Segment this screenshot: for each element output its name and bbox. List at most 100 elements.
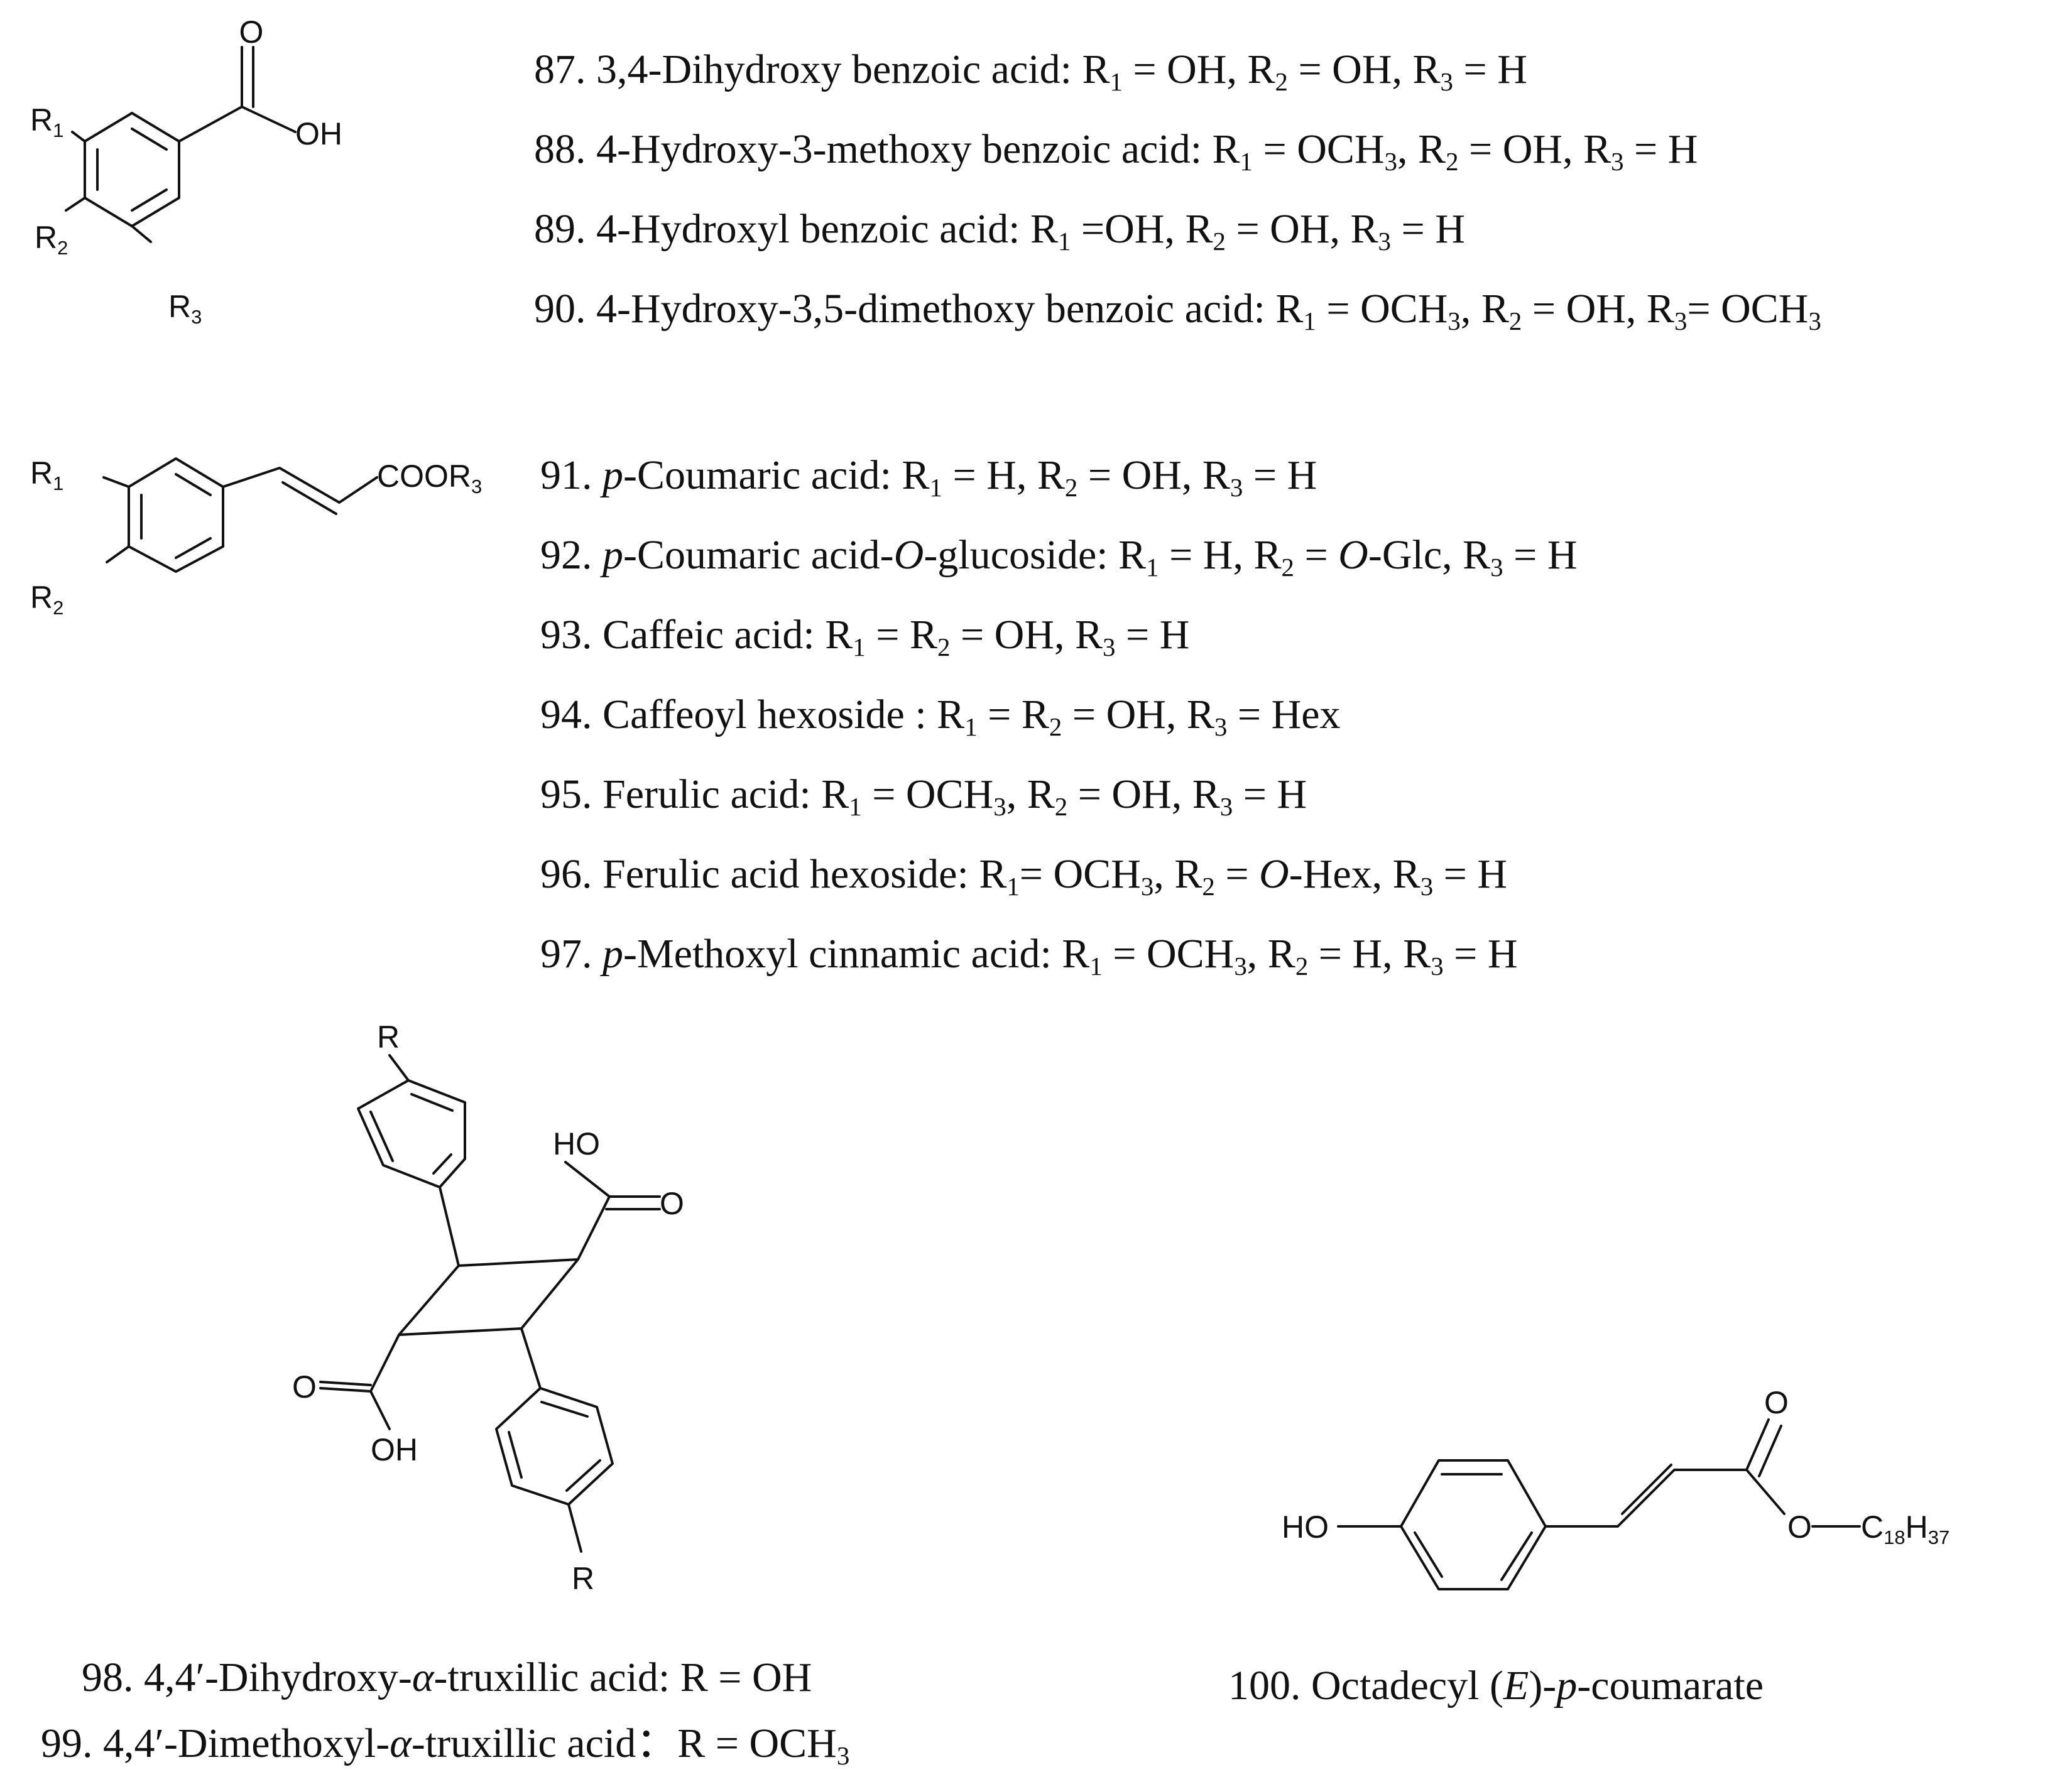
text-run: O [1259,851,1289,897]
subscript: 3 [1611,148,1623,176]
text-run: p [600,532,623,578]
text-run: = OH, R [1522,286,1674,332]
subscript: 1 [1146,553,1159,582]
text-run: , R [1153,851,1202,897]
text-run: -glucoside: R [924,532,1146,578]
text-run: 95. Ferulic acid: R [540,771,849,817]
text-run: = H [1453,46,1527,92]
truxillic-acid-structure: R HO O O OH R [292,1019,684,1596]
text-run: , R [1247,931,1295,977]
compound-caption-99: 99. 4,4′-Dimethoxyl-α-truxillic acid：R =… [41,1720,849,1770]
subscript: 3 [1431,952,1443,981]
subscript: 3 [1441,68,1453,96]
r1-label: R1 [30,102,63,141]
text-run: = OH, R [1067,771,1220,817]
text-run: = [1215,851,1259,897]
subscript: 1 [853,633,865,661]
subscript: 3 [1420,872,1433,901]
text-run: = OH, R [1077,452,1230,498]
subscript: 1 [849,793,861,821]
compound-line-87: 87. 3,4-Dihydroxy benzoic acid: R1 = OH,… [534,46,1527,96]
subscript: 2 [937,633,950,661]
compound-line-93: 93. Caffeic acid: R1 = R2 = OH, R3 = H [540,612,1189,661]
ester-oxygen-label: O [1787,1509,1812,1545]
compound-caption-100: 100. Octadecyl (E)-p-coumarate [1228,1663,1764,1709]
text-run: = H, R [942,452,1065,498]
text-run: = OCH [1687,286,1808,332]
text-run: 88. 4-Hydroxy-3-methoxy benzoic acid: R [534,126,1240,172]
r2-label: R2 [30,580,63,619]
text-run: 90. 4-Hydroxy-3,5-dimethoxy benzoic acid… [534,286,1303,332]
subscript: 2 [1281,553,1294,582]
text-run: p [600,452,623,498]
text-run: = R [978,692,1049,737]
text-run: = H [1624,126,1698,172]
text-run: = OCH [1316,286,1448,332]
text-run: = OH, R [1062,692,1214,737]
text-run: 96. Ferulic acid hexoside: R [540,851,1006,897]
subscript: 3 [1808,307,1821,335]
subscript: 3 [1385,148,1397,176]
text-run: O [1338,532,1368,578]
subscript: 3 [837,1742,849,1770]
subscript: 3 [1220,793,1233,821]
text-run: = OCH [862,771,994,817]
text-run: -Coumaric acid- [623,532,894,578]
text-run: -Glc, R [1368,532,1490,578]
text-run: -truxillic acid：R = OCH [412,1720,837,1766]
compound-caption-98: 98. 4,4′-Dihydroxy-α-truxillic acid: R =… [82,1655,812,1700]
carbonyl-oxygen-right-label: O [660,1186,684,1221]
text-run: 92. [540,532,603,578]
compound-line-91: 91. p-Coumaric acid: R1 = H, R2 = OH, R3… [540,452,1317,502]
text-run: = H [1444,931,1518,977]
text-run: = OH, R [1226,206,1378,252]
text-run: 91. [540,452,603,498]
text-run: = OH, R [1459,126,1611,172]
subscript: 3 [1378,227,1391,256]
subscript: 2 [1509,307,1522,335]
text-run: O [894,532,924,578]
subscript: 2 [1213,227,1226,256]
text-run: E [1503,1663,1529,1709]
text-run: p [600,931,623,977]
text-run: = OH, R [1123,46,1275,92]
carbonyl-oxygen-label: O [1764,1385,1789,1420]
r3-label: R3 [168,289,202,328]
text-run: , R [1006,771,1055,817]
r1-label: R1 [30,455,63,494]
text-run: )- [1529,1663,1556,1709]
subscript: 2 [1055,793,1067,821]
text-run: = H [1243,452,1317,498]
subscript: 3 [1490,553,1503,582]
text-run: -coumarate [1577,1663,1764,1709]
subscript: 2 [1049,713,1062,741]
text-run: = H [1391,206,1465,252]
text-run: = R [866,612,937,658]
compound-line-97: 97. p-Methoxyl cinnamic acid: R1 = OCH3,… [540,931,1518,981]
compound-line-89: 89. 4-Hydroxyl benzoic acid: R1 =OH, R2 … [534,206,1465,256]
text-run: = OH, R [1288,46,1441,92]
subscript: 1 [964,713,977,741]
subscript: 2 [1275,68,1288,96]
subscript: 1 [930,474,942,502]
carbonyl-oxygen-left-label: O [292,1369,317,1405]
r-bottom-label: R [572,1561,594,1596]
text-run: = H [1433,851,1507,897]
subscript: 1 [1240,148,1253,176]
hydroxyl-top-label: HO [553,1126,600,1161]
text-run: = H, R [1159,532,1282,578]
subscript: 3 [1103,633,1115,661]
compound-line-95: 95. Ferulic acid: R1 = OCH3, R2 = OH, R3… [540,771,1307,821]
text-run: = Hex [1227,692,1340,737]
octadecyl-chain-label: C18H37 [1861,1509,1949,1548]
octadecyl-coumarate-structure: HO O O C18H37 [1282,1385,1949,1590]
subscript: 2 [1295,952,1308,981]
subscript: 3 [1448,307,1460,335]
cinnamic-acid-compound-list: 91. p-Coumaric acid: R1 = H, R2 = OH, R3… [540,452,1577,981]
text-run: , R [1397,126,1446,172]
text-run: = OCH [1020,851,1141,897]
subscript: 3 [993,793,1006,821]
hydroxyl-bottom-label: OH [371,1432,418,1467]
subscript: 1 [1303,307,1316,335]
